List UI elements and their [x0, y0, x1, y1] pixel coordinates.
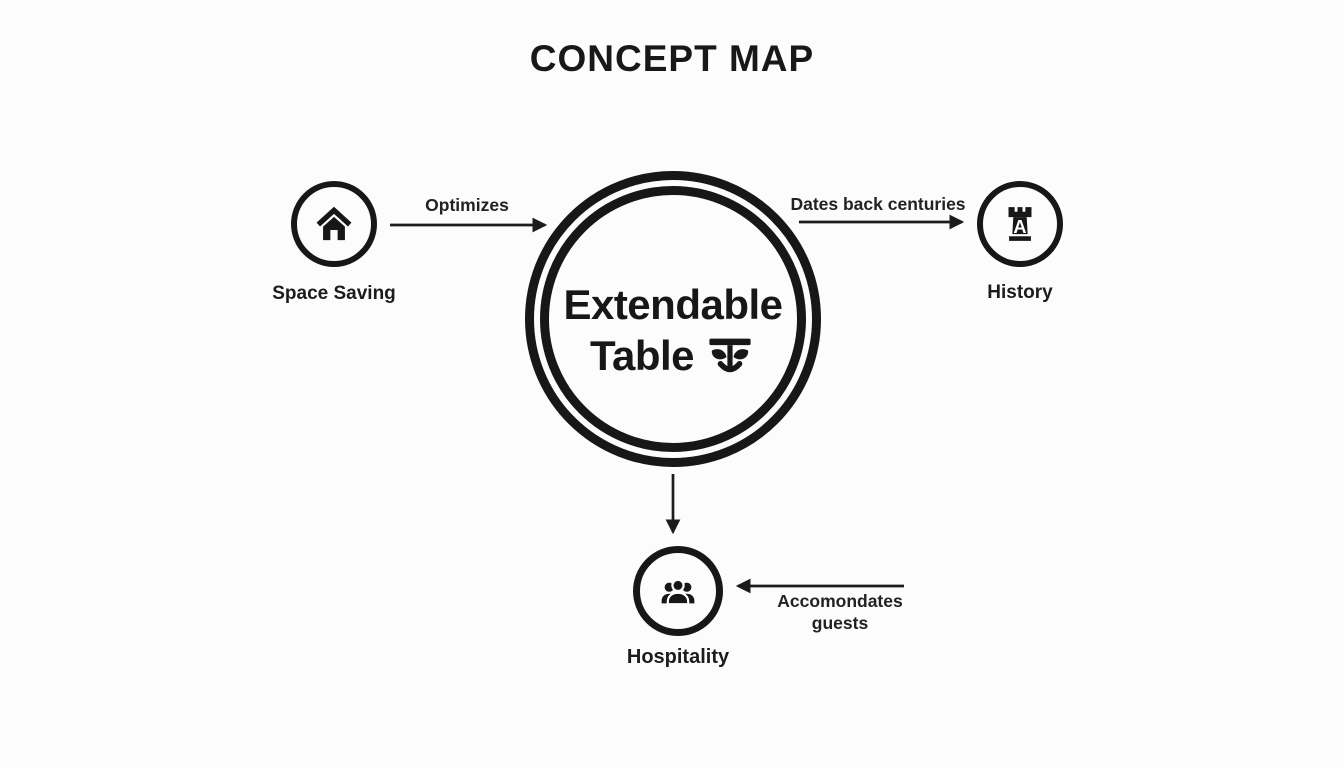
node-label-space-saving: Space Saving	[272, 283, 396, 304]
node-hospitality	[633, 546, 723, 636]
node-history: A	[977, 181, 1063, 267]
people-group-icon	[661, 578, 695, 606]
edge-label-dates-back: Dates back centuries	[790, 194, 966, 214]
page-title: CONCEPT MAP	[529, 38, 815, 79]
node-space-saving	[291, 181, 377, 267]
center-node-line2-text: Table	[589, 332, 695, 379]
center-node-line1: Extendable	[563, 280, 783, 328]
svg-text:A: A	[1013, 217, 1026, 237]
castle-tower-icon: A	[1008, 207, 1032, 241]
edge-label-accommodates: Accomondates guests	[777, 591, 903, 633]
center-node-extendable-table: Extendable Table	[525, 171, 821, 467]
node-label-hospitality: Hospitality	[626, 646, 730, 668]
house-icon	[316, 206, 352, 241]
center-node-text: Extendable Table	[563, 280, 783, 380]
table-with-leaves-icon	[709, 338, 751, 373]
center-node-line2: Table	[590, 332, 756, 380]
center-node-inner-ring: Extendable Table	[540, 186, 806, 452]
edge-label-optimizes: Optimizes	[425, 195, 509, 215]
node-label-history: History	[987, 282, 1053, 303]
